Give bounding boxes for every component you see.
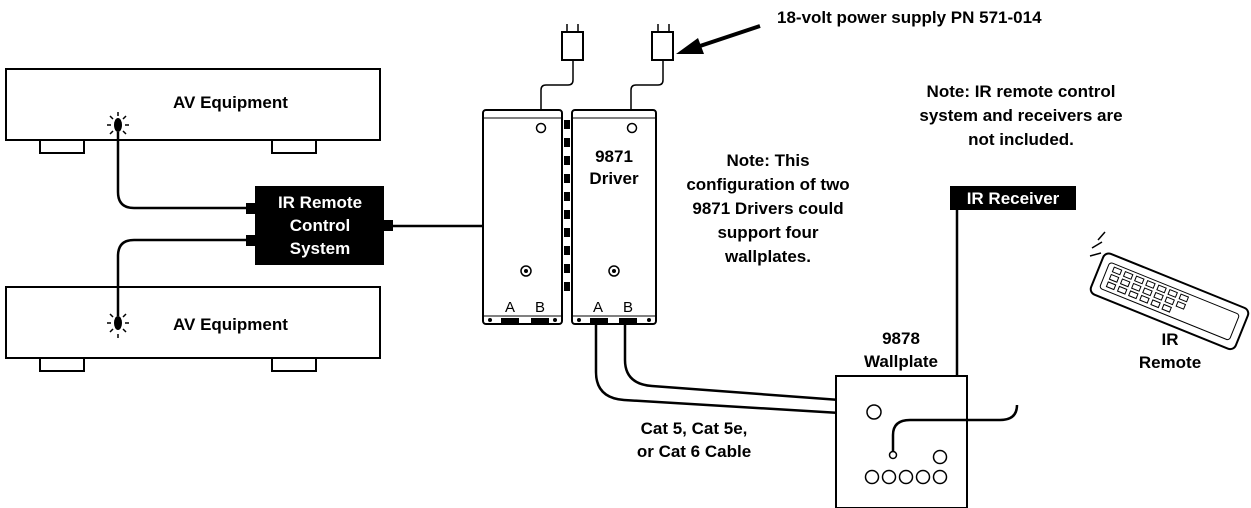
av-equipment-top-label: AV Equipment xyxy=(173,93,288,112)
driver-left-port-b-label: B xyxy=(535,299,545,316)
cat-cable-b xyxy=(623,324,841,402)
ir-emitter-icon xyxy=(107,313,129,338)
svg-text:Note: This: Note: This xyxy=(726,151,809,170)
ir-emitter-icon xyxy=(107,112,129,135)
cable-label: Cat 5, Cat 5e, or Cat 6 Cable xyxy=(637,419,751,461)
ir-remote-label-line1: IR xyxy=(1162,330,1179,349)
note-configuration: Note: This configuration of two 9871 Dri… xyxy=(686,151,849,266)
ir-remote-control-system: IR Remote Control System xyxy=(255,186,393,265)
ir-system-label-line1: IR Remote xyxy=(278,193,362,212)
ir-receiver-to-wallplate-cable xyxy=(891,404,1019,452)
power-supply-label: 18-volt power supply PN 571-014 xyxy=(777,8,1042,27)
ir-remote-label-line2: Remote xyxy=(1139,353,1201,372)
av-equipment-bottom: AV Equipment xyxy=(5,286,381,372)
wallplate-label-line2: Wallplate xyxy=(864,352,938,371)
ir-system-label-line2: Control xyxy=(290,216,350,235)
svg-text:or Cat 6 Cable: or Cat 6 Cable xyxy=(637,442,751,461)
emitter-cable-bottom xyxy=(116,238,250,316)
driver-label-line1: 9871 xyxy=(595,147,633,166)
svg-text:system and receivers are: system and receivers are xyxy=(919,106,1122,125)
svg-text:Note: IR remote control: Note: IR remote control xyxy=(927,82,1116,101)
wallplate-label-line1: 9878 xyxy=(882,329,920,348)
ir-receiver-label: IR Receiver xyxy=(967,189,1060,208)
note-receivers: Note: IR remote control system and recei… xyxy=(919,82,1122,149)
power-supply-left xyxy=(540,24,584,118)
emitter-cable-top xyxy=(116,132,250,210)
svg-text:9871 Drivers could: 9871 Drivers could xyxy=(692,199,843,218)
av-equipment-top: AV Equipment xyxy=(5,68,381,154)
cat-cable-a xyxy=(594,324,841,415)
wallplate: 9878 Wallplate xyxy=(835,329,968,508)
av-equipment-bottom-label: AV Equipment xyxy=(173,315,288,334)
driver-right-port-b-label: B xyxy=(623,299,633,316)
svg-text:configuration of two: configuration of two xyxy=(686,175,849,194)
driver-left-port-a-label: A xyxy=(505,299,515,316)
ir-system-label-line3: System xyxy=(290,239,350,258)
ir-remote-icon xyxy=(1089,231,1250,351)
svg-text:Cat 5, Cat 5e,: Cat 5, Cat 5e, xyxy=(641,419,748,438)
ir-receiver: IR Receiver xyxy=(950,186,1076,210)
driver-left: A B xyxy=(482,109,563,325)
svg-text:not included.: not included. xyxy=(968,130,1074,149)
power-supply-right xyxy=(630,24,674,118)
svg-text:support four: support four xyxy=(717,223,818,242)
driver-label-line2: Driver xyxy=(589,169,639,188)
svg-text:wallplates.: wallplates. xyxy=(724,247,811,266)
driver-right: 9871 Driver A B xyxy=(571,109,657,325)
power-supply-arrow xyxy=(676,24,761,54)
driver-right-port-a-label: A xyxy=(593,299,603,316)
